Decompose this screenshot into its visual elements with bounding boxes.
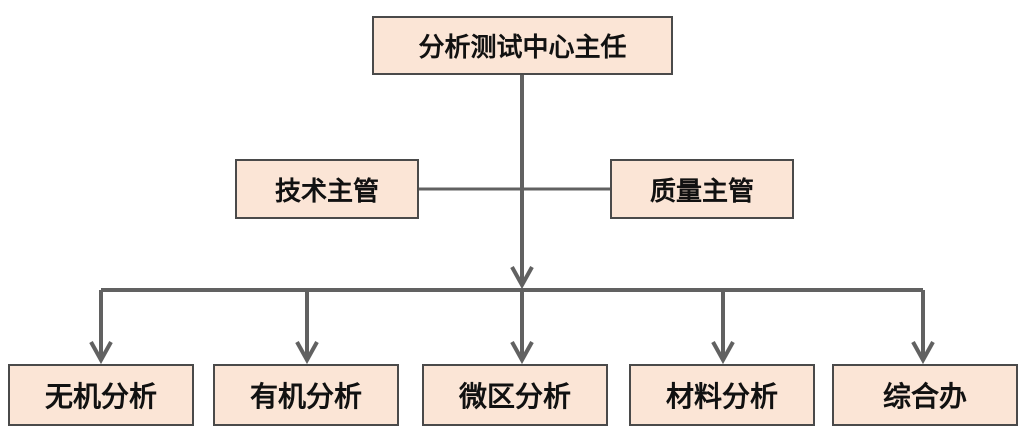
- node-technical-manager: 技术主管: [235, 159, 419, 219]
- organic-analysis-label: 有机分析: [249, 380, 362, 413]
- general-office-label: 综合办: [882, 380, 967, 413]
- top-node-label: 分析测试中心主任: [418, 33, 627, 63]
- node-organic-analysis: 有机分析: [213, 364, 399, 426]
- microarea-analysis-label: 微区分析: [458, 380, 571, 413]
- node-materials-analysis: 材料分析: [629, 364, 815, 426]
- technical-manager-label: 技术主管: [274, 176, 379, 207]
- node-inorganic-analysis: 无机分析: [8, 364, 194, 426]
- node-general-office: 综合办: [832, 364, 1018, 426]
- inorganic-analysis-label: 无机分析: [44, 380, 157, 413]
- quality-manager-label: 质量主管: [649, 176, 754, 207]
- top-node-director: 分析测试中心主任: [372, 16, 673, 75]
- node-quality-manager: 质量主管: [610, 159, 794, 219]
- node-microarea-analysis: 微区分析: [422, 364, 608, 426]
- materials-analysis-label: 材料分析: [665, 380, 778, 413]
